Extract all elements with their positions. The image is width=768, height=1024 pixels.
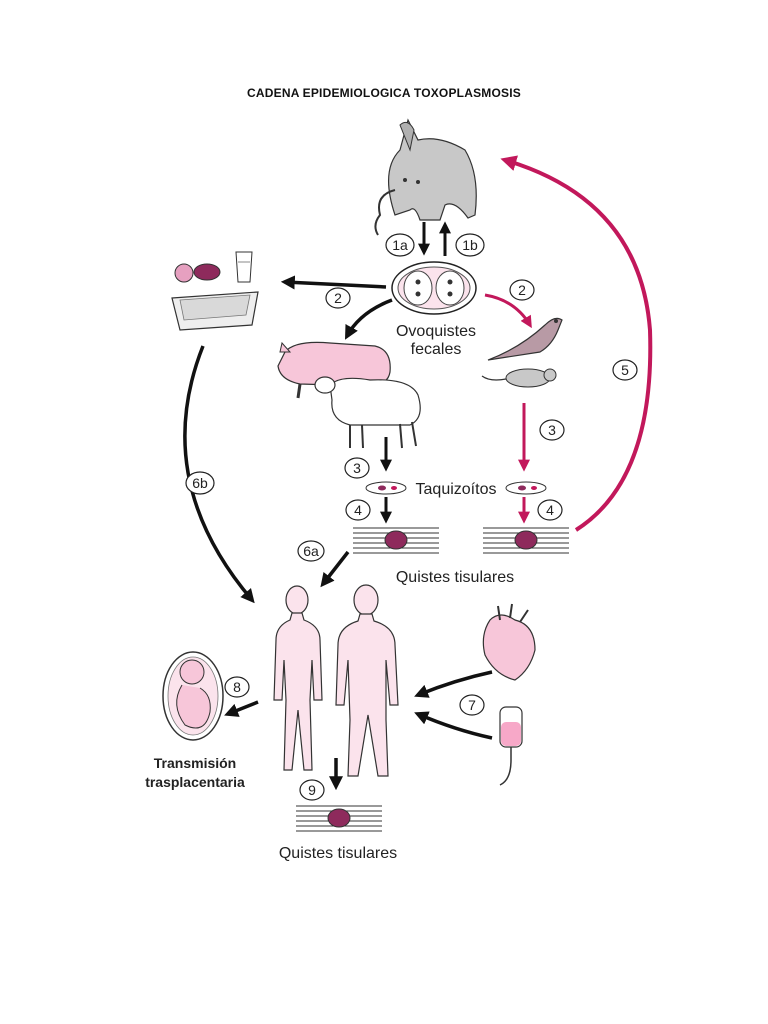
step-4-right: 4 xyxy=(537,499,563,521)
step-2-left: 2 xyxy=(325,287,351,309)
svg-text:2: 2 xyxy=(518,282,526,298)
arrow-5-to-cat xyxy=(500,155,653,532)
mouse-icon xyxy=(481,368,557,388)
woman-icon xyxy=(273,585,323,771)
svg-text:3: 3 xyxy=(353,460,361,476)
step-7: 7 xyxy=(459,694,485,716)
arrow-6a xyxy=(320,550,350,588)
step-1b: 1b xyxy=(455,233,485,257)
arrow-2-to-livestock xyxy=(344,298,393,340)
sheep-icon xyxy=(314,376,421,449)
svg-text:6b: 6b xyxy=(192,475,208,491)
step-2-right: 2 xyxy=(509,279,535,301)
step-6a: 6a xyxy=(297,540,325,562)
tissue-cyst-bottom-icon xyxy=(295,805,383,832)
step-8: 8 xyxy=(224,676,250,698)
svg-text:3: 3 xyxy=(548,422,556,438)
tissue-cyst-right-icon xyxy=(482,527,570,554)
tissue-cysts-top-label: Quistes tisulares xyxy=(396,569,514,586)
oocysts-icon xyxy=(391,261,477,315)
svg-text:1b: 1b xyxy=(462,237,478,253)
tissue-cyst-left-icon xyxy=(352,527,440,554)
heart-icon xyxy=(482,603,536,681)
step-3-left: 3 xyxy=(344,457,370,479)
tachyzoite-left-icon xyxy=(365,481,407,495)
oocysts-label-line2: fecales xyxy=(411,341,462,358)
step-9: 9 xyxy=(299,779,325,801)
page-title: CADENA EPIDEMIOLOGICA TOXOPLASMOSIS xyxy=(247,86,521,100)
cat-icon xyxy=(374,118,477,236)
svg-text:4: 4 xyxy=(354,502,362,518)
step-1a: 1a xyxy=(385,233,415,257)
svg-text:7: 7 xyxy=(468,697,476,713)
svg-text:8: 8 xyxy=(233,679,241,695)
svg-text:2: 2 xyxy=(334,290,342,306)
svg-text:4: 4 xyxy=(546,502,554,518)
tachyzoite-right-icon xyxy=(505,481,547,495)
tachyzoites-label: Taquizoítos xyxy=(416,481,497,498)
food-litter-icon xyxy=(171,251,259,331)
step-6b: 6b xyxy=(185,471,215,495)
svg-text:6a: 6a xyxy=(303,543,319,559)
transplacental-label-line2: trasplacentaria xyxy=(145,774,245,790)
tissue-cysts-bottom-label: Quistes tisulares xyxy=(279,845,397,862)
transplacental-label-line1: Transmisión xyxy=(154,755,236,771)
step-3-right: 3 xyxy=(539,419,565,441)
man-icon xyxy=(335,584,399,777)
svg-text:1a: 1a xyxy=(392,237,408,253)
iv-bag-icon xyxy=(499,706,523,786)
arrow-2-to-food xyxy=(280,275,387,290)
oocysts-label-line1: Ovoquistes xyxy=(396,323,476,340)
svg-text:5: 5 xyxy=(621,362,629,378)
svg-text:9: 9 xyxy=(308,782,316,798)
arrow-8 xyxy=(224,700,259,717)
step-4-left: 4 xyxy=(345,499,371,521)
arrow-7-iv xyxy=(414,711,493,740)
bird-icon xyxy=(487,317,563,361)
fetus-icon xyxy=(162,651,224,741)
arrow-7-heart xyxy=(414,670,493,698)
arrow-2-to-bird xyxy=(484,293,532,329)
step-5: 5 xyxy=(612,359,638,381)
